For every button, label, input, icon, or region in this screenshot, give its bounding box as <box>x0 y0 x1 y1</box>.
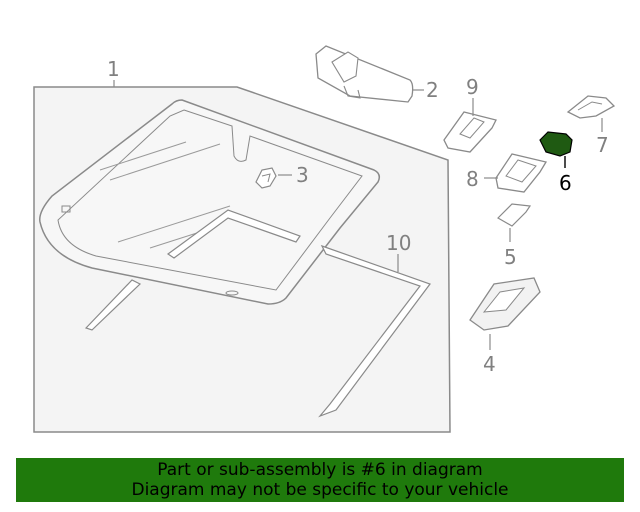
sensor-cover-part-8-inner <box>505 159 537 183</box>
connector-part-7 <box>566 95 616 119</box>
sensor-cover-part-8 <box>495 153 548 193</box>
cover-part-9-slot <box>459 117 485 139</box>
info-banner: Part or sub-assembly is #6 in diagram Di… <box>16 458 624 502</box>
banner-line-disclaimer: Diagram may not be specific to your vehi… <box>131 480 509 500</box>
glare-line <box>149 231 201 249</box>
callout-6[interactable]: 6 <box>559 171 572 195</box>
callout-5: 5 <box>504 245 517 269</box>
mirror-stem <box>343 85 361 99</box>
rearview-mirror <box>315 45 414 103</box>
callout-1: 1 <box>107 57 120 81</box>
windshield-glass <box>39 99 381 305</box>
housing-part-4-inner <box>482 287 526 313</box>
mirror-mount <box>331 51 359 83</box>
callout-10: 10 <box>386 231 411 255</box>
windshield-inner-edge <box>57 109 363 291</box>
callout-3: 3 <box>296 163 309 187</box>
bracket-part-3 <box>255 167 277 189</box>
cover-part-9 <box>443 111 497 153</box>
glare-line <box>99 141 187 171</box>
callout-7: 7 <box>596 133 609 157</box>
lower-molding <box>166 209 301 259</box>
windshield-tab <box>61 205 71 213</box>
molding-strip <box>318 244 431 418</box>
connector-part-7-detail <box>577 101 603 111</box>
callout-2: 2 <box>426 78 439 102</box>
callout-9: 9 <box>466 75 479 99</box>
banner-line-part: Part or sub-assembly is #6 in diagram <box>157 460 483 480</box>
glare-line <box>109 143 221 181</box>
bracket-part-5 <box>497 203 532 227</box>
sensor-part-6-highlighted <box>539 131 573 157</box>
bracket-part-3-detail <box>261 173 271 183</box>
callout-4: 4 <box>483 352 496 376</box>
windshield-dot <box>225 290 239 296</box>
callout-8: 8 <box>466 167 479 191</box>
glare-line <box>117 205 231 243</box>
side-strip-left <box>84 279 142 331</box>
